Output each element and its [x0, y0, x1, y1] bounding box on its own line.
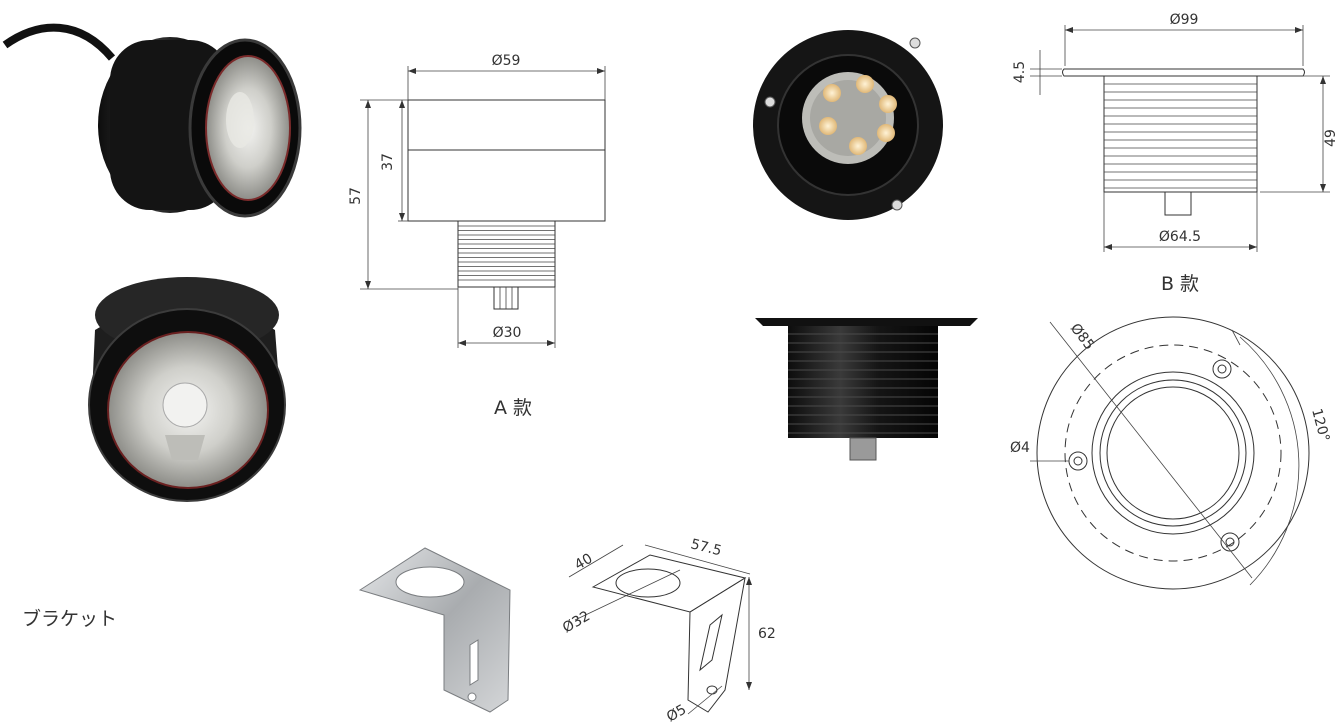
- bracket-side-plate: [687, 576, 746, 713]
- led: [849, 137, 867, 155]
- drawing-model-a-side: Ø59 57 37 Ø30: [348, 53, 606, 348]
- flange: [755, 318, 978, 326]
- drawing-model-b-side: Ø99 4.5 49 Ø64.5: [1012, 12, 1339, 252]
- dim-bracket-depth: 40: [572, 551, 595, 574]
- finned-body: [788, 326, 938, 438]
- cable: [2, 23, 116, 61]
- dim-b-diameter-flange: Ø99: [1170, 12, 1199, 28]
- photo-model-b-front: [753, 30, 943, 220]
- dim-bracket-hole-small: Ø5: [664, 702, 689, 726]
- led: [819, 117, 837, 135]
- led: [877, 124, 895, 142]
- model-b-outer-circle: [1036, 316, 1310, 590]
- model-b-flange: [1062, 68, 1305, 77]
- mount-hole: [1220, 532, 1240, 552]
- angle-arc: [1239, 336, 1300, 586]
- led: [823, 84, 841, 102]
- caption-bracket: ブラケット: [22, 607, 117, 630]
- photo-model-a-angled: [2, 23, 302, 218]
- led: [879, 95, 897, 113]
- drawing-bracket: 40 57.5 Ø32 62 Ø5: [560, 536, 776, 725]
- model-b-gland: [1164, 191, 1192, 216]
- model-b-pcd-circle: [1064, 344, 1282, 562]
- model-b-body: [1103, 75, 1258, 193]
- photo-model-b-side: [755, 318, 978, 461]
- cable-gland: [849, 437, 877, 461]
- dim-bracket-width: 57.5: [689, 536, 723, 559]
- led: [856, 75, 874, 93]
- dim-b-angle: 120°: [1308, 407, 1332, 444]
- dim-b-hole: Ø4: [1010, 440, 1030, 456]
- dim-a-height-total: 57: [348, 187, 364, 205]
- dim-a-diameter-top: Ø59: [492, 53, 521, 69]
- dim-b-body-height: 49: [1323, 129, 1339, 147]
- dim-b-flange-thickness: 4.5: [1012, 61, 1028, 83]
- mount-hole: [1068, 451, 1088, 471]
- dim-bracket-height: 62: [758, 626, 776, 642]
- dim-b-diameter-body: Ø64.5: [1159, 229, 1201, 245]
- caption-model-b: B 款: [1161, 273, 1199, 295]
- photo-model-a-front: [88, 277, 286, 502]
- drawing-model-b-top: Ø85 Ø4 120°: [1010, 316, 1332, 590]
- dim-a-height-body: 37: [380, 153, 396, 171]
- dim-bracket-hole-large: Ø32: [560, 608, 593, 636]
- model-a-body: [407, 99, 606, 222]
- caption-model-a: A 款: [494, 397, 532, 419]
- dim-b-pcd: Ø85: [1067, 321, 1097, 354]
- mount-hole: [1212, 359, 1232, 379]
- dim-a-diameter-thread: Ø30: [493, 325, 522, 341]
- photo-bracket: [358, 547, 511, 713]
- pcd-diameter-line: [1049, 321, 1253, 579]
